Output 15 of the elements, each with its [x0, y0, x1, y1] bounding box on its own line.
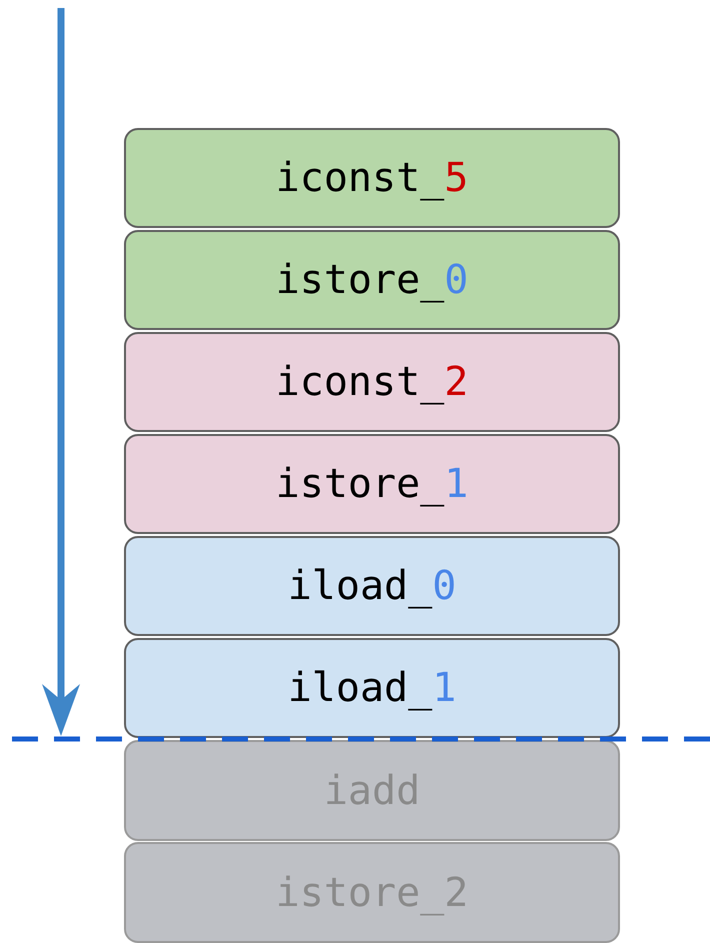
instruction-box — [124, 638, 620, 738]
instruction-text: istore_0 — [276, 260, 468, 300]
instruction-text: iconst_2 — [276, 362, 468, 402]
instruction-text: iconst_5 — [276, 158, 468, 198]
instruction-box — [124, 842, 620, 943]
instruction-box — [124, 434, 620, 534]
instruction-box — [124, 332, 620, 432]
instruction-box — [124, 128, 620, 228]
instruction-box — [124, 536, 620, 636]
instruction-text: iadd — [324, 770, 420, 810]
instruction-text: iload_0 — [288, 566, 456, 606]
instruction-box — [124, 230, 620, 330]
instruction-text: istore_1 — [276, 464, 468, 504]
instruction-box — [124, 740, 620, 841]
instruction-text: iload_1 — [288, 668, 456, 708]
